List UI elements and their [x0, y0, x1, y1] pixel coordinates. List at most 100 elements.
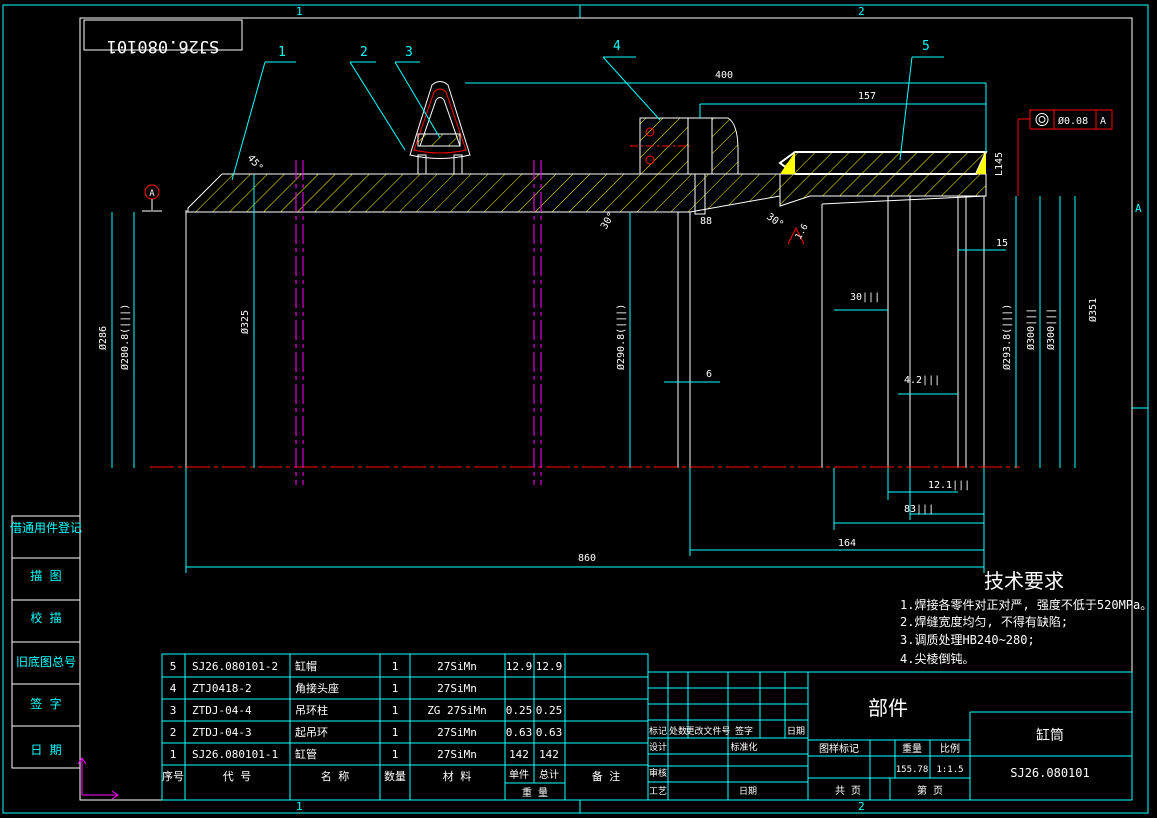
bom-cell-material: 27SiMn [437, 682, 477, 695]
bom-cell-total-w: 142 [539, 748, 559, 761]
bom-cell-code: ZTJ0418-2 [192, 682, 252, 695]
bom-cell-no: 2 [170, 726, 177, 739]
tech-req-title: 技术要求 [984, 569, 1064, 593]
dim-d290-8: Ø290.8(|||) [615, 304, 627, 370]
bom-cell-code: ZTDJ-04-3 [192, 726, 252, 739]
cylinder-cap-section [778, 151, 988, 175]
balloon-3: 3 [405, 45, 413, 60]
dim-157: 157 [858, 91, 876, 102]
drawing-number: SJ26.080101 [1010, 766, 1089, 780]
role-standardization: 标准化 [730, 741, 757, 753]
rev-header-mark: 标记 [649, 725, 667, 737]
bom-header-code: 代 号 [223, 770, 252, 783]
balloon-4: 4 [613, 39, 621, 54]
bom-cell-unit-w: 142 [509, 748, 529, 761]
bom-cell-qty: 1 [392, 704, 399, 717]
bom-cell-material: 27SiMn [437, 660, 477, 673]
bom-cell-name: 角接头座 [295, 681, 339, 695]
title-block-grid [647, 671, 1133, 801]
leader-5 [899, 56, 913, 161]
stamp-box [83, 19, 243, 51]
dim-860: 860 [578, 553, 596, 564]
bom-cell-total-w: 0.25 [536, 704, 563, 717]
tolerance-value: Ø0.08 [1058, 115, 1088, 127]
joint-seat-bore [687, 117, 713, 175]
role-designer: 设计 [649, 741, 667, 753]
bom-cell-unit-w: 0.25 [506, 704, 533, 717]
role-date: 日期 [739, 786, 757, 797]
bom-cell-qty: 1 [392, 726, 399, 739]
bom-cell-no: 5 [170, 660, 177, 673]
bom-header-qty: 数量 [384, 770, 406, 783]
dim-l145: L145 [994, 152, 1005, 176]
dim-d351: Ø351 [1087, 298, 1099, 322]
left-strip-cell-4: 旧底图总号 [16, 654, 76, 669]
left-strip-cell-2: 描 图 [30, 569, 61, 583]
angle-30-left: 30° [599, 210, 618, 231]
sheet-total: 共 页 [835, 785, 861, 797]
bom-cell-material: 27SiMn [437, 726, 477, 739]
scale-label: 比例 [940, 742, 960, 755]
leader-2 [349, 61, 406, 151]
ring-leg-left [417, 154, 427, 175]
dim-15: 15 [996, 238, 1008, 249]
dim-30: 30||| [850, 292, 880, 303]
category-title: 部件 [868, 696, 908, 720]
lifting-ring-inner [419, 97, 461, 147]
bom-cell-total-w: 12.9 [536, 660, 563, 673]
rev-header-doc: 更改文件号 [685, 725, 730, 737]
role-reviewer: 审核 [649, 767, 667, 779]
dim-400: 400 [715, 70, 733, 81]
zone-label-top-2: 2 [858, 5, 865, 18]
dim-d300-a: Ø300||| [1025, 308, 1037, 350]
dim-6: 6 [706, 369, 712, 380]
part-name: 缸筒 [1036, 727, 1064, 744]
stamp-rotated-drawing-no: SJ26.080101 [107, 36, 220, 56]
rev-header-date: 日期 [787, 726, 805, 737]
bom-cell-name: 缸帽 [295, 659, 317, 673]
left-strip-cell-6: 日 期 [30, 743, 61, 757]
bom-header-no: 序号 [162, 769, 184, 783]
joint-seat-hole-upper [645, 127, 655, 137]
bom-cell-name: 起吊环 [295, 726, 328, 739]
ring-leg-right [453, 154, 463, 175]
roughness-1-6: 1.6 [794, 222, 811, 241]
dim-83: 83||| [904, 504, 934, 515]
balloon-1: 1 [278, 45, 286, 60]
dim-d300-b: Ø300||| [1045, 308, 1057, 350]
tech-req-item-2: 2.焊缝宽度均匀, 不得有缺陷; [900, 614, 1068, 629]
cap-weld-left [780, 152, 795, 174]
bom-cell-code: SJ26.080101-1 [192, 748, 278, 761]
dim-d325: Ø325 [239, 310, 251, 334]
zone-label-bottom-2: 2 [858, 800, 865, 813]
tech-req-item-4: 4.尖棱倒钝。 [900, 651, 974, 666]
bom-header-name: 名 称 [321, 769, 350, 783]
rev-header-sign: 签字 [735, 725, 753, 737]
left-strip-cell-1: 借通用件登记 [10, 520, 82, 535]
dim-d286: Ø286 [97, 326, 109, 350]
bom-cell-total-w: 0.63 [536, 726, 563, 739]
role-process: 工艺 [649, 786, 667, 797]
bom-cell-no: 3 [170, 704, 177, 717]
bom-cell-no: 1 [170, 748, 177, 761]
tech-req-item-3: 3.调质处理HB240~280; [900, 633, 1035, 647]
datum-a-label: A [149, 189, 155, 199]
oil-port-channel [694, 173, 706, 215]
outer-frame [2, 4, 1149, 814]
left-strip-cell-5: 签 字 [30, 696, 61, 711]
balloon-5: 5 [922, 39, 930, 54]
angle-45: 45° [245, 153, 265, 174]
leader-3 [394, 61, 441, 139]
bom-header-total-weight: 总计 [539, 768, 559, 781]
bom-cell-material: ZG 27SiMn [427, 704, 487, 717]
bom-cell-name: 吊环柱 [295, 703, 328, 717]
tube-wall-section [187, 173, 781, 213]
zone-label-bottom-1: 1 [296, 800, 303, 813]
bom-header-note: 备 注 [592, 769, 621, 783]
rev-header-count: 处数 [669, 725, 687, 737]
bom-cell-name: 缸管 [295, 747, 317, 761]
bom-header-material: 材 料 [443, 769, 472, 783]
bom-cell-unit-w: 0.63 [506, 726, 533, 739]
angle-30-right: 30° [764, 211, 785, 230]
